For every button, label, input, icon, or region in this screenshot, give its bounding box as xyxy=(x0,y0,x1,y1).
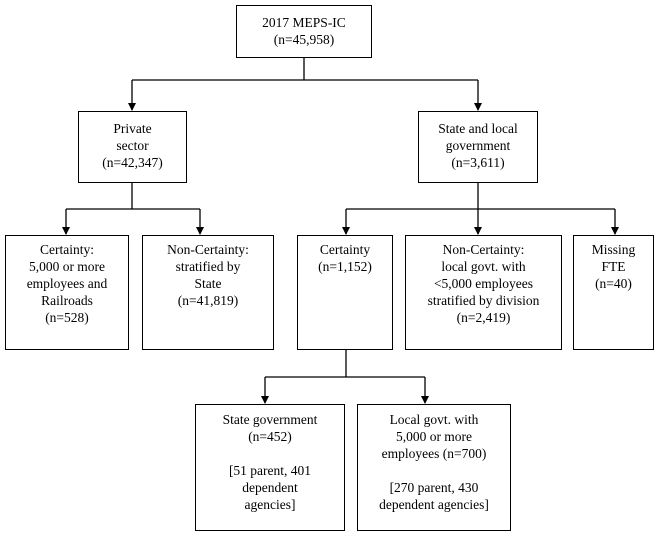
certainty-private-label-4: Railroads xyxy=(41,293,93,308)
certainty-govt-label: Certainty xyxy=(319,242,371,257)
private-count: (n=42,347) xyxy=(102,155,163,170)
noncertainty-govt-box: Non-Certainty: local govt. with <5,000 e… xyxy=(405,235,562,350)
certainty-govt-box: Certainty (n=1,152) xyxy=(297,235,393,350)
noncertainty-private-label-2: stratified by xyxy=(175,259,241,274)
certainty-private-count: (n=528) xyxy=(45,310,89,325)
state-government-label: State government xyxy=(222,412,318,427)
local-govt-label-1: Local govt. with xyxy=(389,412,479,427)
certainty-private-label-3: employees and xyxy=(26,276,108,291)
root-box: 2017 MEPS-IC (n=45,958) xyxy=(236,5,372,58)
local-govt-note-1: [270 parent, 430 xyxy=(389,480,479,495)
local-govt-label-3: employees (n=700) xyxy=(381,446,487,461)
certainty-private-box: Certainty: 5,000 or more employees and R… xyxy=(5,235,129,350)
noncertainty-private-count: (n=41,819) xyxy=(177,293,239,308)
noncertainty-govt-count: (n=2,419) xyxy=(456,310,511,325)
state-government-note-2: dependent xyxy=(242,480,298,495)
private-label-1: Private xyxy=(113,121,152,136)
certainty-private-label-2: 5,000 or more xyxy=(28,259,106,274)
missing-fte-count: (n=40) xyxy=(595,276,632,291)
state-government-box: State government (n=452) [51 parent, 401… xyxy=(195,404,345,531)
root-count: (n=45,958) xyxy=(273,32,335,47)
state-government-count: (n=452) xyxy=(248,429,292,444)
state-local-count: (n=3,611) xyxy=(451,155,505,170)
noncertainty-private-label-1: Non-Certainty: xyxy=(167,242,249,257)
state-government-note-3: agencies] xyxy=(244,497,296,512)
root-title: 2017 MEPS-IC xyxy=(262,15,346,30)
noncertainty-govt-label-3: <5,000 employees xyxy=(433,276,534,291)
noncertainty-govt-label-1: Non-Certainty: xyxy=(442,242,525,257)
state-government-note-1: [51 parent, 401 xyxy=(228,463,312,478)
certainty-govt-count: (n=1,152) xyxy=(318,259,372,274)
certainty-private-label-1: Certainty: xyxy=(40,242,94,257)
missing-fte-box: Missing FTE (n=40) xyxy=(573,235,654,350)
private-sector-box: Private sector (n=42,347) xyxy=(78,111,187,183)
missing-fte-label-1: Missing xyxy=(591,242,636,257)
private-label-2: sector xyxy=(116,138,149,153)
local-govt-note-2: dependent agencies] xyxy=(379,497,489,512)
state-local-box: State and local government (n=3,611) xyxy=(418,111,538,183)
noncertainty-govt-label-2: local govt. with xyxy=(441,259,526,274)
state-local-label-2: government xyxy=(445,138,511,153)
noncertainty-private-label-3: State xyxy=(194,276,222,291)
state-local-label-1: State and local xyxy=(438,121,518,136)
local-govt-box: Local govt. with 5,000 or more employees… xyxy=(357,404,511,531)
noncertainty-private-box: Non-Certainty: stratified by State (n=41… xyxy=(142,235,274,350)
local-govt-label-2: 5,000 or more xyxy=(395,429,473,444)
missing-fte-label-2: FTE xyxy=(601,259,626,274)
noncertainty-govt-label-4: stratified by division xyxy=(427,293,540,308)
